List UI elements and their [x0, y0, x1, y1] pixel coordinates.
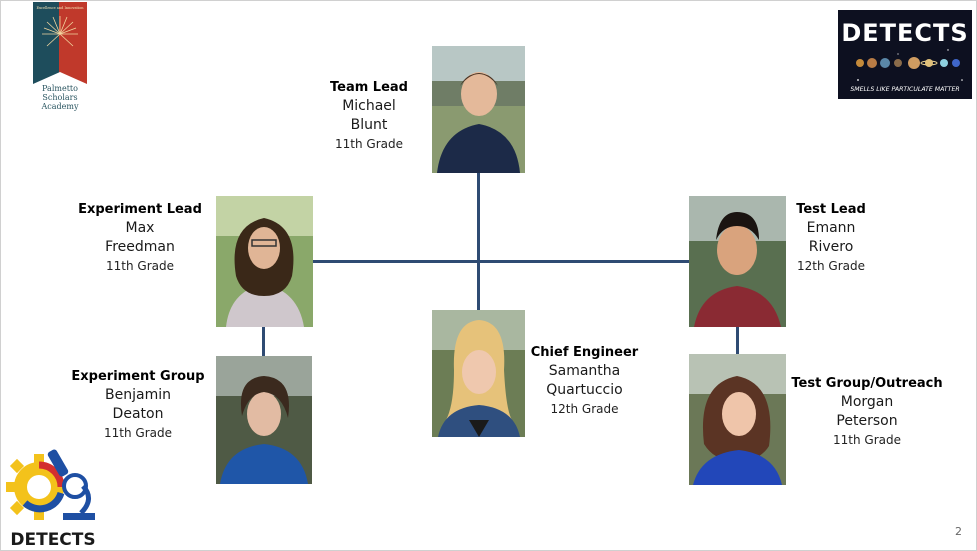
label-experiment-lead: Experiment Lead Max Freedman 11th Grade	[69, 200, 211, 276]
school-logo-name-2: Scholars	[42, 93, 77, 102]
grade-team-lead: 11th Grade	[335, 137, 403, 151]
connector-test	[736, 326, 739, 354]
role-experiment-lead: Experiment Lead	[78, 202, 202, 217]
photo-team-lead	[432, 46, 525, 173]
photo-test-lead	[689, 196, 786, 327]
name-first-experiment-group: Benjamin	[105, 387, 171, 403]
label-test-group: Test Group/Outreach Morgan Peterson 11th…	[785, 374, 949, 450]
name-last-test-lead: Rivero	[808, 239, 854, 255]
name-first-team-lead: Michael	[342, 98, 396, 114]
name-last-experiment-lead: Freedman	[105, 239, 175, 255]
photo-experiment-group	[216, 356, 312, 484]
name-last-chief-engineer: Quartuccio	[546, 382, 623, 398]
name-first-test-lead: Emann	[806, 220, 856, 236]
detects-banner-subtitle: SMELLS LIKE PARTICULATE MATTER	[850, 86, 959, 93]
photo-test-group	[689, 354, 786, 485]
photo-chief-engineer	[432, 310, 525, 437]
name-first-test-group: Morgan	[840, 394, 894, 410]
gear-icon	[6, 454, 64, 520]
label-chief-engineer: Chief Engineer Samantha Quartuccio 12th …	[527, 343, 642, 419]
label-team-lead: Team Lead Michael Blunt 11th Grade	[314, 78, 424, 154]
grade-experiment-lead: 11th Grade	[106, 259, 174, 273]
detects-logo-text: DETECTS	[10, 530, 95, 549]
detects-logo: DETECTS	[3, 441, 103, 550]
name-last-team-lead: Blunt	[350, 117, 388, 133]
label-experiment-group: Experiment Group Benjamin Deaton 11th Gr…	[63, 367, 213, 443]
grade-test-group: 11th Grade	[833, 433, 901, 447]
grade-test-lead: 12th Grade	[797, 259, 865, 273]
detects-banner: DETECTS SMELLS LIKE PARTICULATE MATTER	[838, 10, 972, 99]
role-test-lead: Test Lead	[796, 202, 866, 217]
role-experiment-group: Experiment Group	[71, 369, 205, 384]
connector-experiment	[262, 326, 265, 356]
label-test-lead: Test Lead Emann Rivero 12th Grade	[781, 200, 881, 276]
name-first-experiment-lead: Max	[125, 220, 155, 236]
name-last-test-group: Peterson	[836, 413, 898, 429]
photo-experiment-lead	[216, 196, 313, 327]
role-chief-engineer: Chief Engineer	[530, 345, 639, 360]
page-number: 2	[955, 525, 962, 538]
school-logo-tagline: Excellence and Innovation	[37, 6, 85, 10]
school-logo-name-3: Academy	[41, 102, 79, 111]
grade-experiment-group: 11th Grade	[104, 426, 172, 440]
detects-banner-title: DETECTS	[841, 19, 968, 47]
school-logo-name-1: Palmetto	[42, 84, 78, 93]
microscope-icon	[47, 449, 95, 520]
name-last-experiment-group: Deaton	[112, 406, 164, 422]
role-team-lead: Team Lead	[330, 80, 408, 95]
connector-vertical-main	[477, 171, 480, 311]
school-logo: Excellence and Innovation Palmetto Schol…	[29, 2, 95, 112]
connector-horizontal-main	[312, 260, 690, 263]
name-first-chief-engineer: Samantha	[548, 363, 621, 379]
role-test-group: Test Group/Outreach	[791, 376, 943, 391]
grade-chief-engineer: 12th Grade	[550, 402, 619, 416]
